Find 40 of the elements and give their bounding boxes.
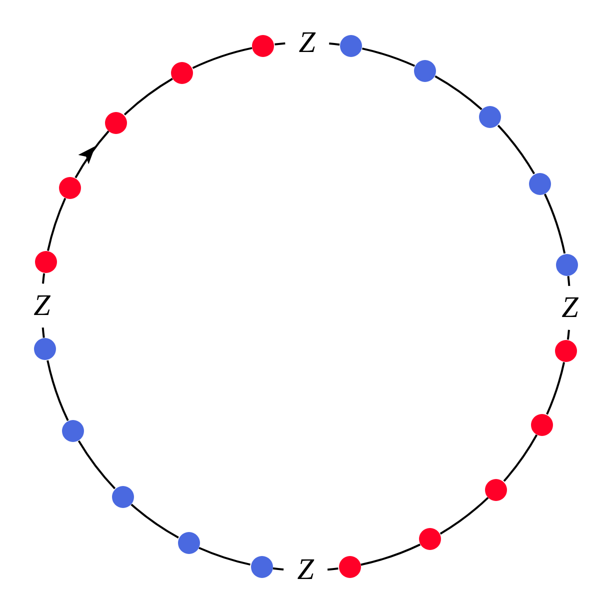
connector-arc — [440, 496, 489, 535]
dot-icon — [485, 478, 508, 501]
dot-icon — [338, 556, 361, 578]
dot-icon — [556, 254, 578, 276]
dot-icon — [555, 340, 578, 362]
connector-arc — [272, 567, 340, 571]
dot-icon — [250, 556, 273, 578]
connector-arc — [544, 194, 566, 254]
arrow — [74, 130, 110, 178]
connector-arc — [546, 362, 566, 415]
connector-arc — [360, 544, 420, 566]
connector-arc — [434, 75, 482, 110]
connector-arc — [192, 47, 252, 69]
dot-icon — [34, 251, 57, 274]
dot-icon — [340, 35, 362, 58]
dot-icon — [419, 528, 442, 550]
dot-icon — [252, 34, 274, 57]
dot-icon — [34, 338, 56, 360]
dot-icon — [59, 176, 82, 199]
connector-arc — [198, 546, 250, 566]
dot-icon — [479, 106, 502, 128]
connector-arc — [124, 78, 173, 116]
dot-icon — [414, 60, 436, 82]
connector-arc — [42, 272, 46, 339]
dot-icon — [171, 62, 194, 84]
connector-arc — [503, 434, 538, 482]
connector-arc — [46, 360, 69, 421]
connector-arc — [566, 275, 570, 341]
dot-icon — [112, 486, 134, 508]
connector-arc — [362, 48, 416, 67]
dot-icon — [178, 532, 200, 554]
dot-icon — [105, 112, 128, 134]
connector-arc — [497, 124, 536, 174]
dot-icon — [62, 420, 84, 442]
connector-arc — [130, 504, 179, 538]
connector-arc — [78, 440, 116, 490]
connector-arc — [46, 198, 66, 251]
dot-icon — [531, 414, 554, 436]
dot-icon — [528, 172, 551, 195]
connector-arc — [274, 42, 341, 46]
